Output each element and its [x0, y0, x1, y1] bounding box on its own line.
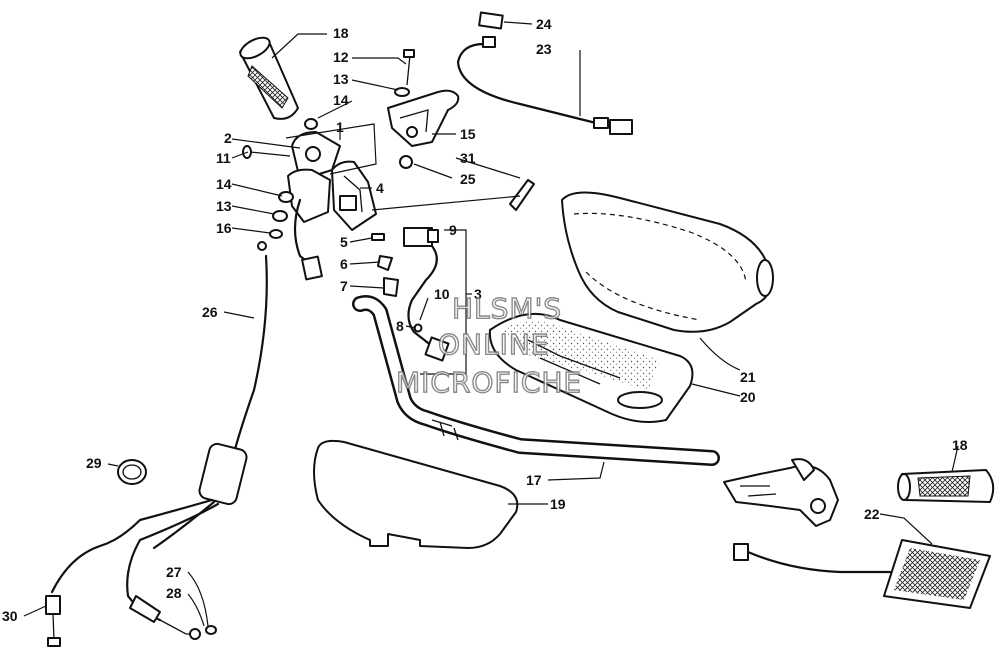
callout-23: 23	[536, 41, 552, 57]
heater-cable-23	[456, 11, 633, 135]
callout-13-left: 13	[216, 198, 232, 214]
callout-17: 17	[526, 472, 542, 488]
callout-15: 15	[460, 126, 476, 142]
callout-30: 30	[2, 608, 18, 624]
callout-3: 3	[474, 286, 482, 302]
callout-21: 21	[740, 369, 756, 385]
leader-lines	[23, 21, 959, 627]
watermark-line-1: HLSM'S	[452, 292, 562, 325]
callout-31: 31	[460, 150, 476, 166]
left-grip	[239, 36, 299, 120]
callout-4: 4	[376, 180, 384, 196]
callout-24: 24	[536, 16, 552, 32]
callout-14-top: 14	[333, 92, 349, 108]
cable-end-30	[45, 595, 61, 647]
washer-13-left	[272, 210, 288, 222]
watermark-line-3: MICROFICHE	[396, 366, 582, 399]
callout-11: 11	[216, 150, 231, 166]
callout-6: 6	[340, 256, 348, 272]
callout-29: 29	[86, 455, 102, 471]
heater-element-22	[733, 539, 991, 609]
callout-20: 20	[740, 389, 756, 405]
switch-wire	[293, 198, 312, 266]
callout-10: 10	[434, 286, 450, 302]
callout-7: 7	[340, 278, 348, 294]
pin-31	[509, 179, 535, 211]
callout-19: 19	[550, 496, 566, 512]
watermark: HLSM'S ONLINE MICROFICHE	[395, 291, 582, 399]
callout-2: 2	[224, 130, 232, 146]
right-grip	[897, 469, 995, 503]
bolt-12	[403, 49, 415, 86]
screw-11	[242, 145, 291, 159]
callout-22: 22	[864, 506, 880, 522]
handlebar-pad-19	[313, 439, 519, 549]
callout-28: 28	[166, 585, 182, 601]
callout-5: 5	[340, 234, 348, 250]
callout-16: 16	[216, 220, 232, 236]
washer-16	[269, 229, 283, 239]
callout-14-left: 14	[216, 176, 232, 192]
spring-5	[371, 233, 385, 241]
nut-14-top	[304, 118, 318, 130]
callout-18-right: 18	[952, 437, 968, 453]
housing-assembly	[287, 131, 377, 231]
right-housing	[723, 458, 839, 527]
callout-25: 25	[460, 171, 476, 187]
nut-25	[399, 155, 413, 169]
callout-1: 1	[336, 119, 344, 135]
handlebar-17	[352, 295, 720, 466]
handlebar-cover-21	[561, 191, 774, 333]
washer-13-top	[394, 87, 410, 97]
callout-8: 8	[396, 318, 404, 334]
bracket-7	[383, 277, 399, 297]
callout-numbers: 18 12 13 14 1 2 11 14 13 16 15 31 25 24 …	[2, 16, 968, 624]
nut-14-left	[278, 191, 294, 203]
callout-18-top: 18	[333, 25, 349, 41]
throttle-lever	[387, 89, 460, 147]
clamp-29	[117, 459, 147, 485]
callout-27: 27	[166, 564, 182, 580]
fittings-27-28	[129, 595, 217, 640]
callout-13-top: 13	[333, 71, 349, 87]
clip-6	[377, 255, 393, 271]
callout-12: 12	[333, 49, 349, 65]
callout-26: 26	[202, 304, 218, 320]
callout-9: 9	[449, 222, 457, 238]
watermark-line-2: ONLINE	[438, 328, 549, 361]
switch-9	[403, 227, 450, 362]
wire-connector	[301, 255, 323, 281]
handlebar-pad-20	[488, 313, 694, 423]
throttle-cable-26	[50, 241, 268, 622]
